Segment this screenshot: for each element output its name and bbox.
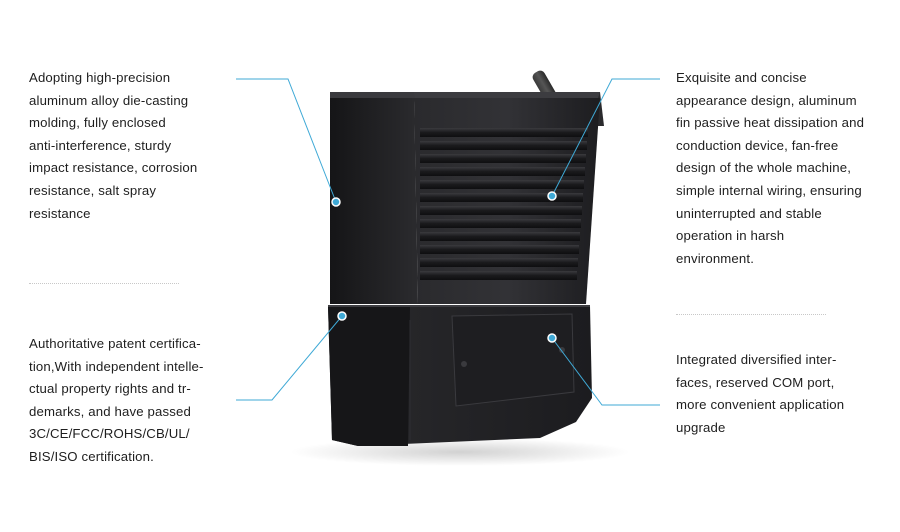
callout-line: molding, fully enclosed [29, 115, 166, 131]
callout-line: impact resistance, corrosion [29, 160, 198, 176]
callout-line: tion,With independent intelle- [29, 358, 204, 374]
callout-line: environment. [676, 250, 755, 266]
callout-line: Adopting high-precision [29, 70, 171, 85]
dotted-divider-left [29, 283, 179, 284]
dotted-divider-right [676, 314, 826, 315]
callout-line: upgrade [676, 419, 726, 435]
callout-line: aluminum alloy die-casting [29, 92, 189, 108]
callout-line: more convenient application [676, 397, 845, 413]
callout-line: simple internal wiring, ensuring [676, 182, 862, 198]
callout-line: design of the whole machine, [676, 160, 852, 176]
callout-line: anti-interference, sturdy [29, 137, 172, 153]
callout-line: uninterrupted and stable [676, 205, 822, 221]
callout-certification: Authoritative patent certifica- tion,Wit… [29, 333, 204, 469]
callout-line: operation in harsh [676, 228, 785, 244]
callout-line: 3C/CE/FCC/ROHS/CB/UL/ [29, 426, 190, 442]
callout-line: resistance, salt spray [29, 182, 157, 198]
callout-line: fin passive heat dissipation and [676, 115, 865, 131]
callout-line: Integrated diversified inter- [676, 352, 837, 367]
callout-line: BIS/ISO certification. [29, 448, 154, 464]
heatsink-fins [420, 128, 588, 280]
callout-line: Authoritative patent certifica- [29, 336, 201, 351]
callout-heat-dissipation: Exquisite and concise appearance design,… [676, 67, 864, 270]
callout-line: demarks, and have passed [29, 403, 191, 419]
callout-line: Exquisite and concise [676, 70, 807, 85]
callout-line: resistance [29, 205, 91, 221]
callout-line: faces, reserved COM port, [676, 374, 835, 390]
callout-line: appearance design, aluminum [676, 92, 857, 108]
callout-line: ctual property rights and tr- [29, 381, 191, 397]
callout-enclosure: Adopting high-precision aluminum alloy d… [29, 67, 197, 225]
callout-interfaces: Integrated diversified inter- faces, res… [676, 349, 844, 439]
callout-line: conduction device, fan-free [676, 137, 839, 153]
